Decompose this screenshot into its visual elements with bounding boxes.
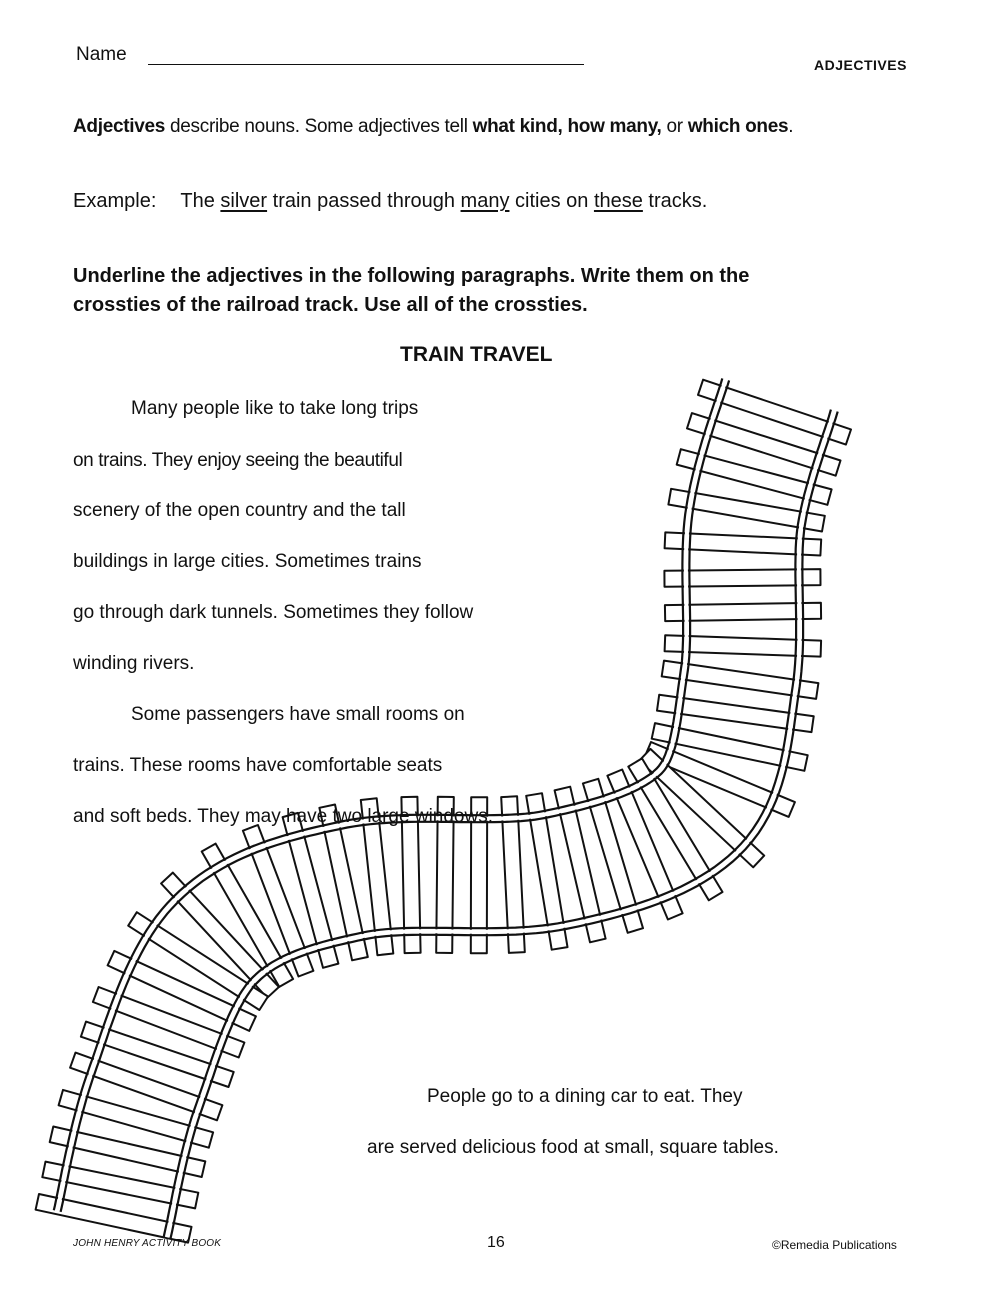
story-line: Some passengers have small rooms on [131,704,465,725]
crosstie [663,568,822,588]
story-line: are served delicious food at small, squa… [367,1137,779,1158]
crosstie [200,842,295,988]
intro-term: Adjectives [73,116,166,137]
instruction-line: Underline the adjectives in the followin… [73,265,750,287]
crosstie [525,792,569,951]
intro-text: or [661,116,688,137]
rail-fill [165,410,837,1238]
rail-fill [55,378,728,1212]
crosstie [643,741,796,818]
name-line[interactable] [148,64,584,65]
example-text: The [180,190,221,212]
intro-emphasis: what kind, how many, [472,116,662,137]
story-line: trains. These rooms have comfortable sea… [73,755,443,776]
story-line: go through dark tunnels. Sometimes they … [73,602,474,623]
crosstie [627,757,724,902]
story-line: People go to a dining car to eat. They [427,1086,743,1107]
crosstie [500,795,526,954]
crosstie [663,634,823,658]
crosstie [581,777,644,934]
example-adjective: these [593,190,643,212]
topic-tag: ADJECTIVES [814,57,907,73]
rails [52,378,839,1239]
intro-text: describe nouns. Some adjectives tell [165,116,473,137]
crosstie [469,796,489,955]
crosstie [41,1160,200,1210]
page-number: 16 [487,1234,505,1251]
example-text: train passed through [267,190,461,212]
story-line: Many people like to take long trips [131,398,419,419]
example-adjective: many [460,190,510,212]
example-label: Example: [73,190,157,212]
crosstie [400,795,422,955]
example-adjective: silver [220,190,268,212]
crosstie [435,795,455,954]
crosstie [686,412,842,477]
example-sentence: Example:The silver train passed through … [73,190,707,213]
crosstie [57,1088,215,1149]
crosstie [553,785,607,944]
crosstie [697,378,852,446]
crosstie [69,1051,224,1122]
crosstie [318,803,369,962]
story-line: winding rivers. [73,653,195,674]
name-label: Name [76,44,127,65]
crosstie [160,871,280,999]
rail-edge [162,409,832,1237]
crosstie [667,487,826,533]
crosstie [359,797,395,957]
copyright: ©Remedia Publications [772,1238,897,1252]
story-line: buildings in large cities. Sometimes tra… [73,551,422,572]
crosstie [663,531,823,557]
instruction-line: crossties of the railroad track. Use all… [73,294,588,316]
crosstie [127,911,269,1011]
crosstie [656,693,815,734]
crosstie [241,824,315,978]
crosstie [675,448,833,506]
example-text: tracks. [642,190,708,212]
intro-text: . [788,116,794,137]
crosstie [606,768,684,921]
crosstie [638,747,766,869]
example-text: cities on [509,190,594,212]
crossties [34,378,852,1244]
rail-edge [169,411,839,1239]
story-line: scenery of the open country and the tall [73,500,406,521]
rail-edge [59,380,731,1213]
crosstie [650,722,809,772]
instructions: Underline the adjectives in the followin… [73,262,749,320]
story-title: TRAIN TRAVEL [400,343,553,366]
book-title: JOHN HENRY ACTIVITY BOOK [73,1238,222,1249]
crosstie [34,1193,193,1244]
rail-edge [52,378,724,1211]
intro-sentence: Adjectives describe nouns. Some adjectiv… [73,116,794,138]
crosstie [106,949,257,1032]
crosstie [79,1020,235,1088]
intro-emphasis: which ones [687,116,789,137]
crosstie [281,811,340,969]
crosstie [663,601,823,623]
story-line: on trains. They enjoy seeing the beautif… [73,450,403,471]
crosstie [91,986,246,1059]
crosstie [48,1125,207,1178]
crosstie [660,659,820,700]
story-line: and soft beds. They may have two large w… [73,806,493,827]
